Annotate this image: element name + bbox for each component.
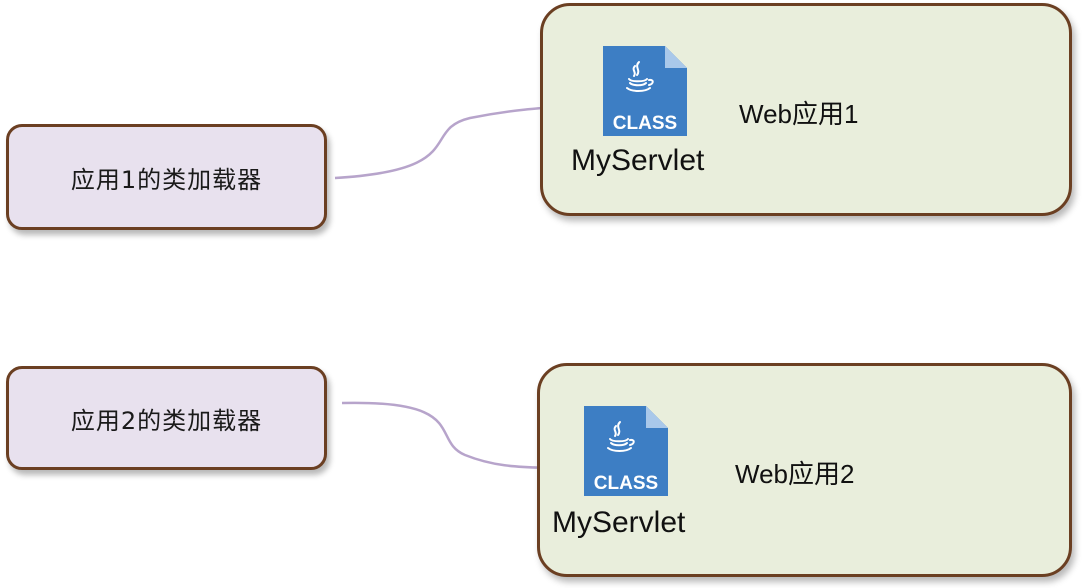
- web-app-1-box: CLASS MyServlet Web应用1: [540, 3, 1072, 216]
- svg-text:CLASS: CLASS: [594, 473, 658, 494]
- arrow-loader1-to-webapp1: [334, 101, 572, 180]
- class-file-name: MyServlet: [571, 144, 705, 177]
- app1-classloader-label: 应用1的类加载器: [70, 165, 263, 194]
- web-app-2-box: CLASS MyServlet Web应用2: [537, 363, 1072, 577]
- web-app-2-title: Web应用2: [735, 459, 855, 489]
- java-class-file-icon: CLASS: [584, 406, 668, 496]
- app2-classloader-label: 应用2的类加载器: [70, 406, 263, 435]
- app2-classloader-box: 应用2的类加载器: [6, 366, 327, 470]
- java-class-file-icon: CLASS: [603, 46, 687, 136]
- class-file-name: MyServlet: [552, 506, 686, 539]
- svg-text:CLASS: CLASS: [613, 113, 677, 134]
- arrow-loader2-to-webapp2: [341, 401, 551, 473]
- app1-classloader-box: 应用1的类加载器: [6, 124, 327, 230]
- web-app-1-title: Web应用1: [739, 99, 859, 129]
